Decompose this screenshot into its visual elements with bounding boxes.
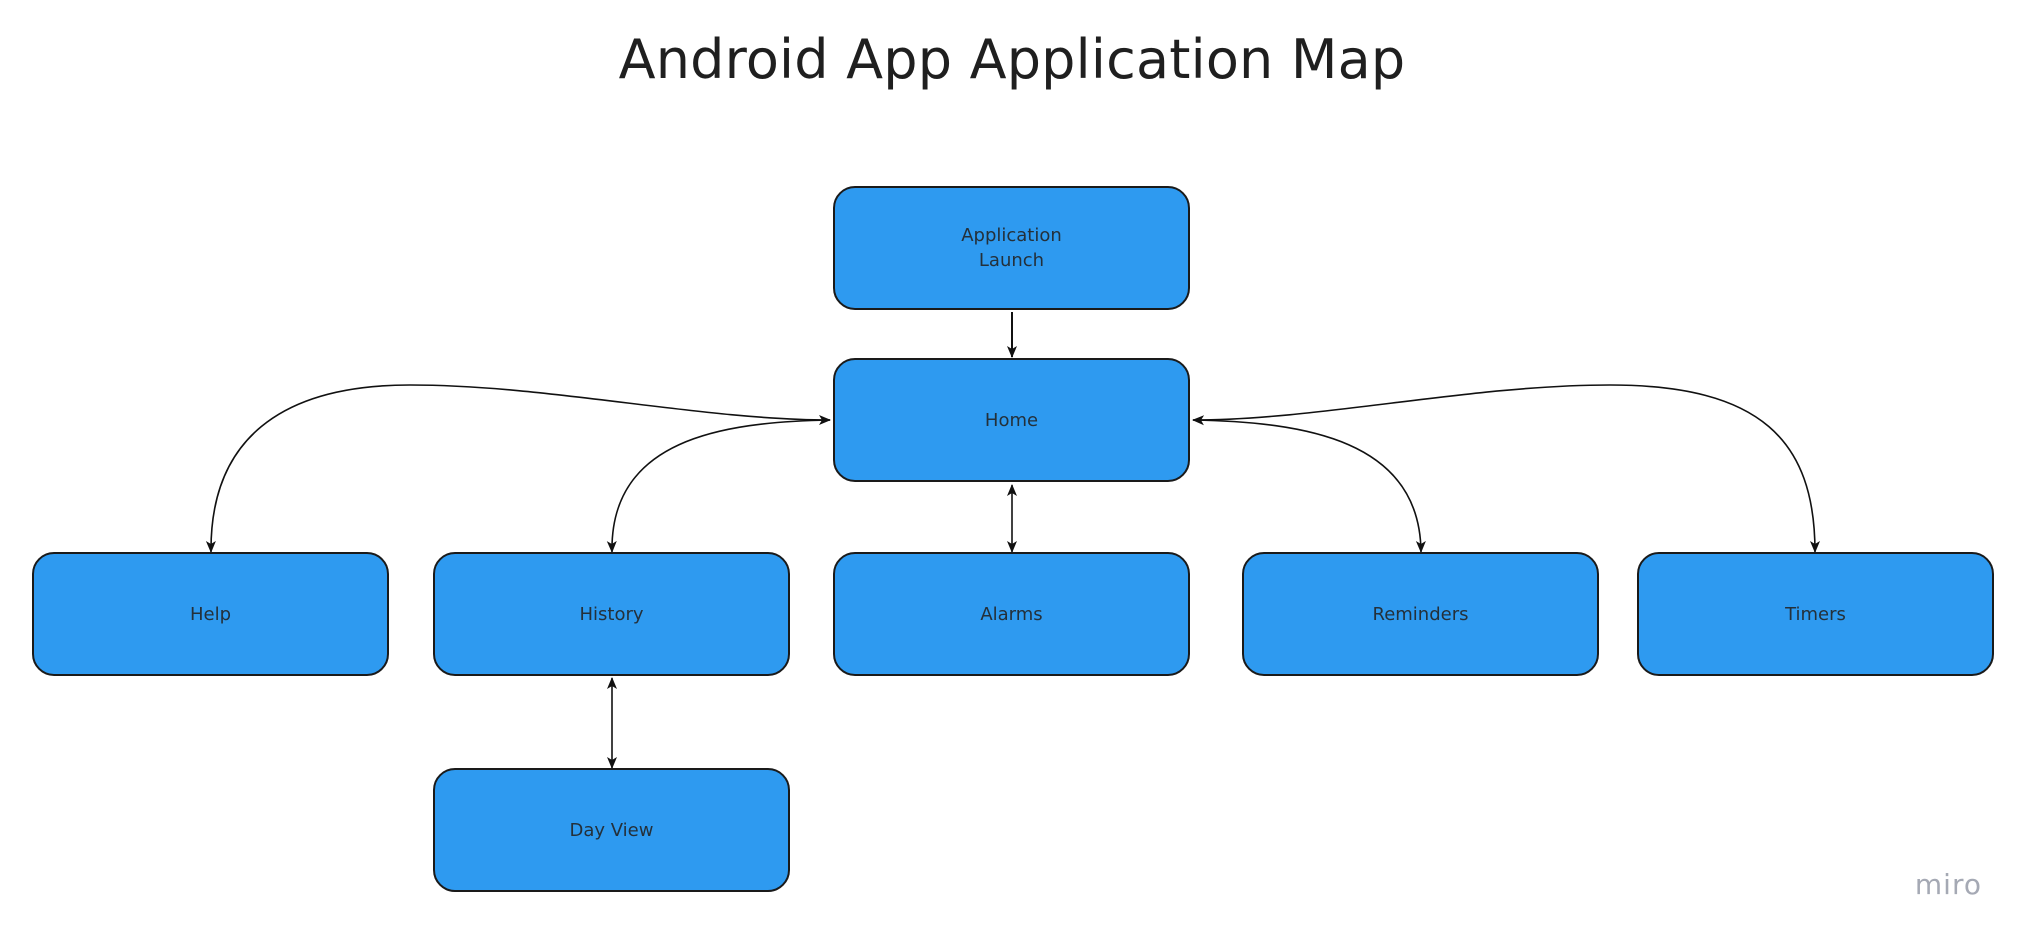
node-label: Home bbox=[984, 409, 1039, 431]
node-help[interactable]: Help bbox=[32, 552, 389, 676]
diagram-title: Android App Application Map bbox=[618, 28, 1406, 91]
node-home[interactable]: Home bbox=[833, 358, 1190, 482]
node-label: Day View bbox=[569, 819, 654, 841]
node-label: Alarms bbox=[980, 603, 1043, 625]
node-label: History bbox=[579, 603, 644, 625]
node-reminders[interactable]: Reminders bbox=[1242, 552, 1599, 676]
node-alarms[interactable]: Alarms bbox=[833, 552, 1190, 676]
edge-home-help bbox=[205, 384, 831, 553]
edge-home-history bbox=[606, 419, 831, 553]
node-label: Help bbox=[189, 603, 232, 625]
node-label: Reminders bbox=[1372, 603, 1469, 625]
node-application-launch[interactable]: Application Launch bbox=[833, 186, 1190, 310]
node-day-view[interactable]: Day View bbox=[433, 768, 790, 892]
edge-home-reminders bbox=[1192, 415, 1426, 553]
edge-home-timers bbox=[1192, 384, 1820, 553]
node-label: Timers bbox=[1785, 603, 1846, 625]
node-label: Application Launch bbox=[961, 225, 1062, 271]
node-history[interactable]: History bbox=[433, 552, 790, 676]
miro-watermark: miro bbox=[1914, 868, 1982, 901]
node-timers[interactable]: Timers bbox=[1637, 552, 1994, 676]
